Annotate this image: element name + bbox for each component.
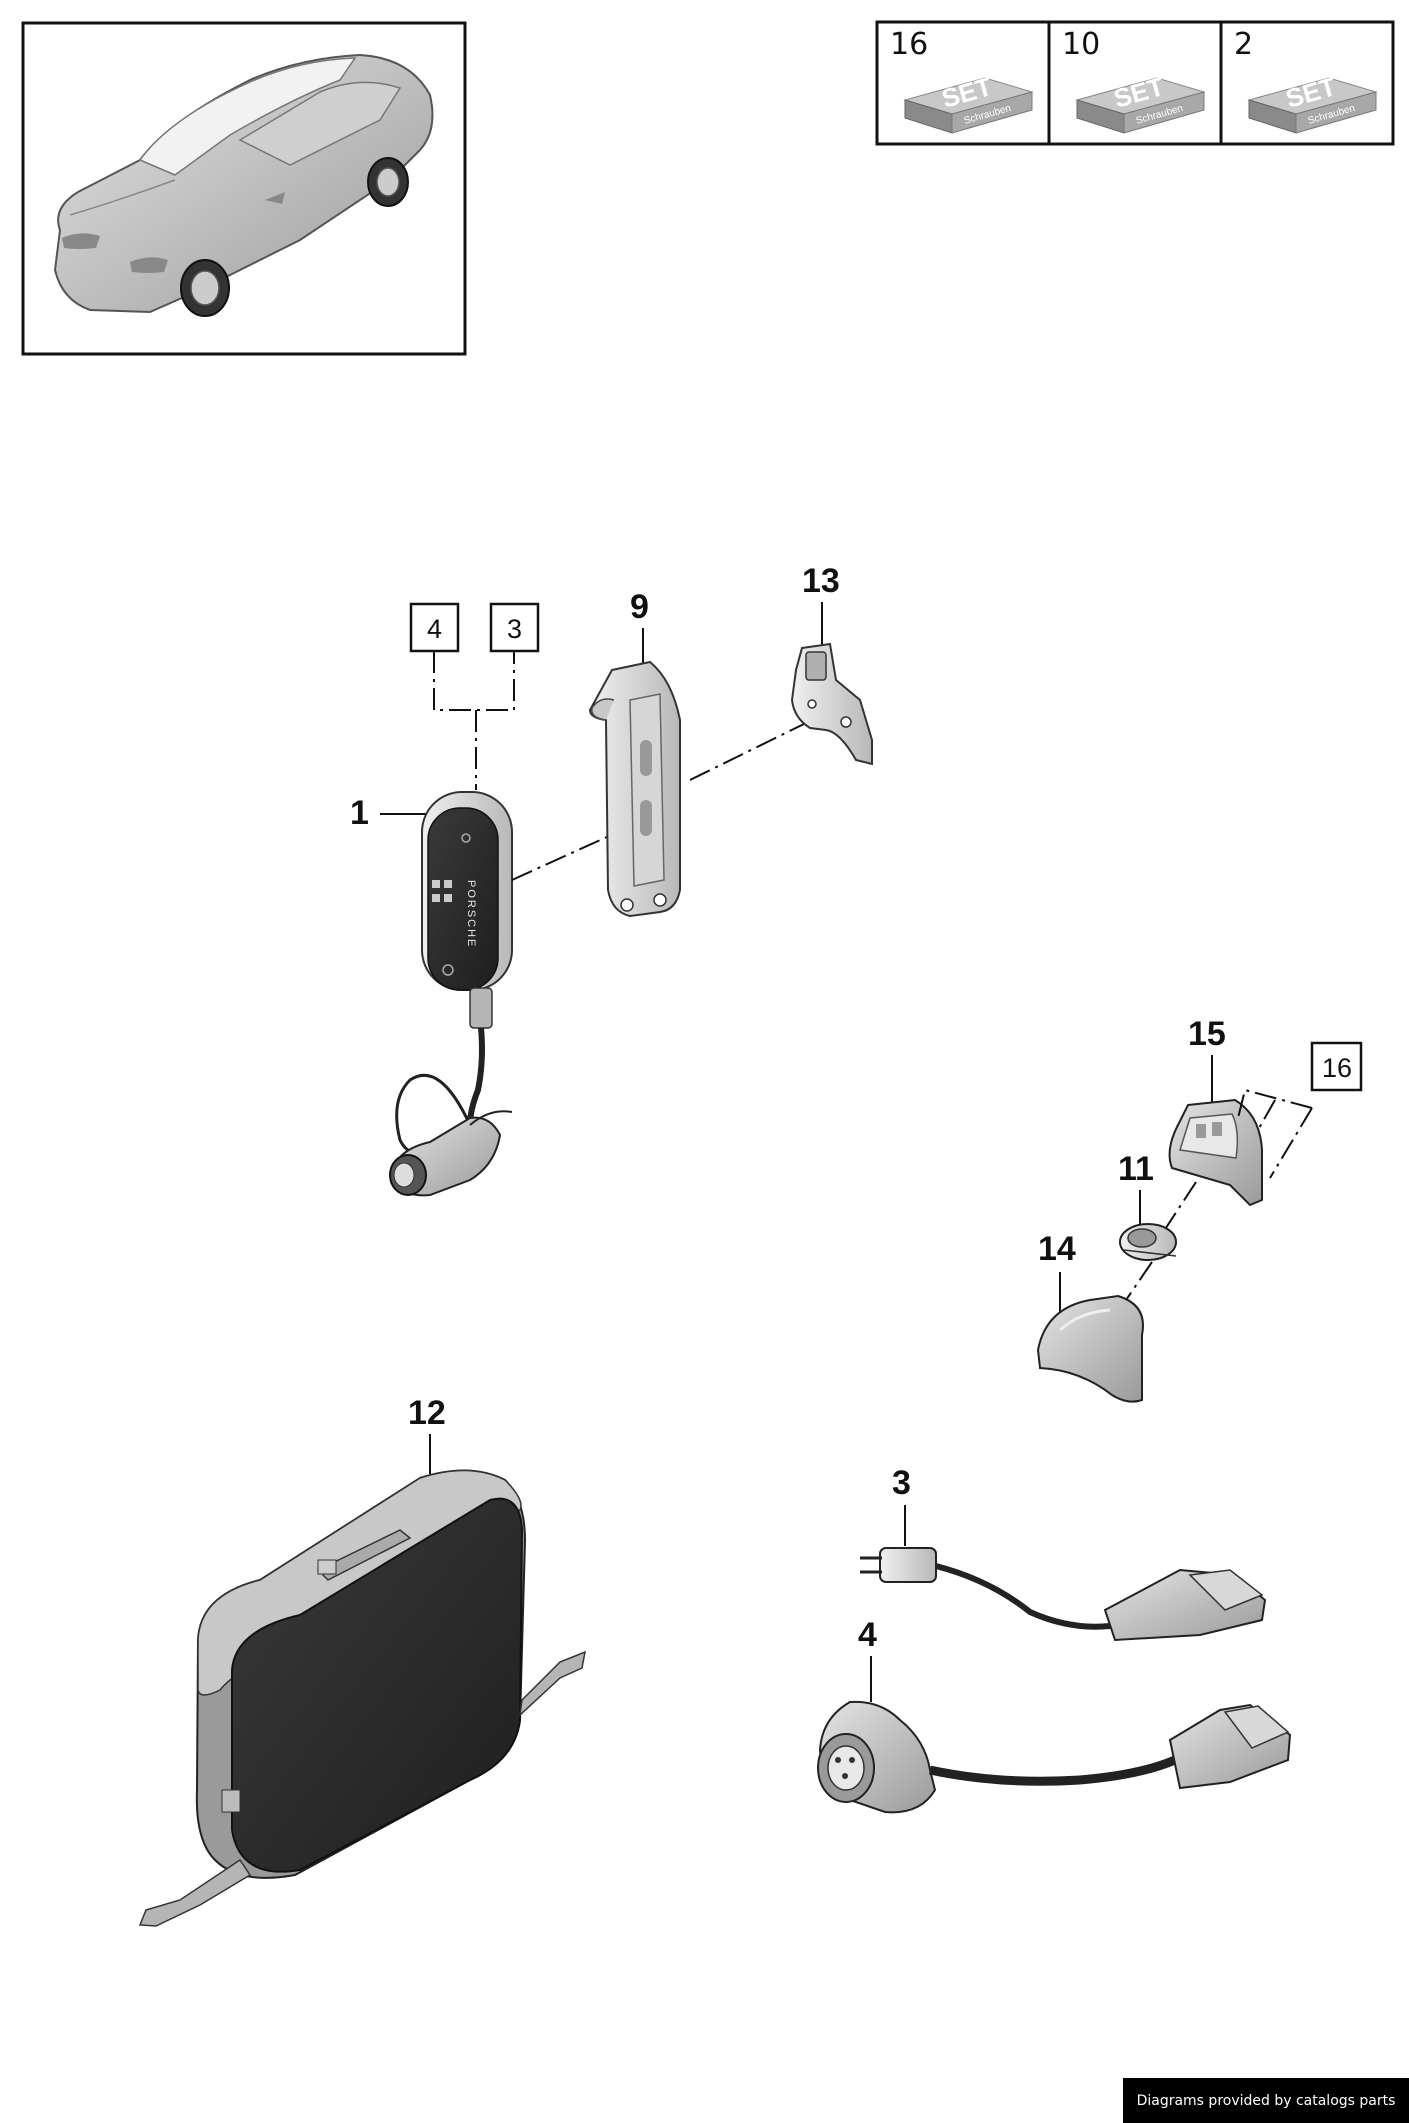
ref-box-right: 3: [507, 614, 522, 644]
device-brand-label: PORSCHE: [465, 880, 477, 948]
part-14-cover-cap: 14: [1036, 1230, 1153, 1403]
set-cell-1: 16 SET Schrauben: [890, 27, 1034, 134]
callout-13: 13: [802, 562, 840, 600]
part-12-bag: 12: [138, 1394, 586, 1927]
set-box-icon: SET Schrauben: [1075, 71, 1206, 134]
callout-12: 12: [408, 1394, 446, 1432]
part-13-bracket: 13: [790, 562, 873, 766]
set-qty: 10: [1062, 27, 1100, 62]
part-3-adapter-cable: 3: [860, 1464, 1267, 1642]
set-cell-2: 10 SET Schrauben: [1062, 27, 1206, 134]
ref-box-left: 4: [427, 614, 442, 644]
set-table: 16 SET Schrauben 10 SET Schrauben 2: [875, 20, 1395, 146]
callout-3: 3: [892, 1464, 911, 1502]
part-1-charger: 1 PORSCHE: [350, 791, 513, 1197]
set-qty: 2: [1234, 27, 1253, 62]
callout-9: 9: [630, 588, 649, 626]
callout-14: 14: [1038, 1230, 1076, 1268]
callout-1: 1: [350, 794, 369, 832]
callout-15: 15: [1188, 1015, 1226, 1053]
callout-11: 11: [1118, 1150, 1154, 1188]
footer-credit: Diagrams provided by catalogs parts: [1123, 2078, 1409, 2123]
set-cell-3: 2 SET Schrauben: [1234, 27, 1378, 134]
set-qty: 16: [890, 27, 928, 62]
ref-boxes-charger: 4 3: [409, 602, 540, 790]
callout-4: 4: [858, 1616, 877, 1654]
overview-box: [21, 21, 467, 356]
ref-box-side: 16: [1322, 1053, 1352, 1083]
set-box-icon: SET Schrauben: [1247, 71, 1378, 134]
ref-box-16: 16: [1237, 1041, 1363, 1179]
set-box-icon: SET Schrauben: [903, 71, 1034, 134]
part-11-nut: 11: [1118, 1150, 1197, 1261]
part-4-cee-adapter-cable: 4: [817, 1616, 1292, 1814]
part-15-cover-mount: 15: [1168, 1015, 1263, 1207]
part-9-holder: 9: [588, 588, 681, 918]
car-icon: [53, 53, 434, 317]
